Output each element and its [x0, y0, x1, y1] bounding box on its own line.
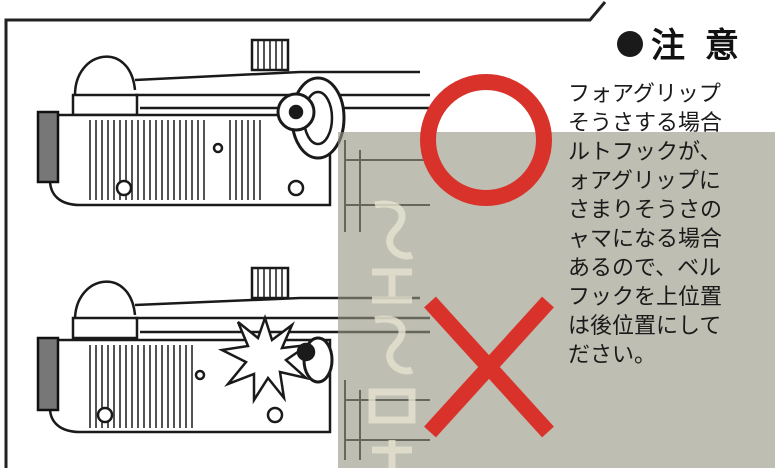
caution-text-line: フックを上位置 — [568, 285, 723, 310]
rifle-illustration-correct — [36, 38, 430, 207]
caution-text-line: ォアグリップに — [568, 169, 721, 194]
bullet-icon — [617, 30, 643, 57]
caution-heading: 注 意 — [617, 18, 743, 67]
incorrect-mark-icon — [424, 296, 554, 438]
caution-text-block: フォアグリップ そうさする場合 ルトフックが、 ォアグリップに さまりそうさの … — [568, 80, 775, 370]
correct-mark-icon — [420, 74, 552, 206]
caution-text-line: ャマになる場合 — [568, 227, 723, 252]
caution-text-line: ださい。 — [568, 343, 657, 368]
caution-text-line: フォアグリップ — [568, 82, 721, 107]
caution-text-line: ルトフックが、 — [568, 140, 722, 165]
caution-text-line: そうさする場合 — [568, 111, 723, 136]
caution-text-line: あるので、ベル — [568, 256, 722, 281]
rifle-illustration-incorrect — [36, 266, 430, 434]
caution-text-line: さまりそうさの — [568, 198, 723, 223]
caution-heading-text: 注 意 — [651, 26, 743, 66]
watermark-logo — [368, 200, 416, 468]
caution-text-line: は後位置にして — [568, 314, 722, 339]
